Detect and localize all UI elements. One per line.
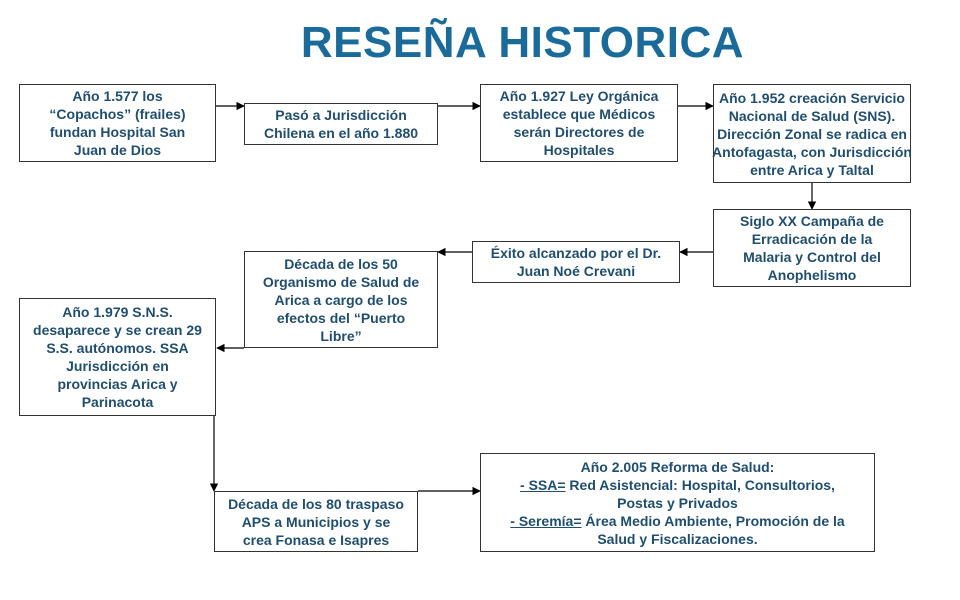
page-title: RESEÑA HISTORICA <box>300 18 745 67</box>
box-line: Parinacota <box>81 394 154 410</box>
ssa-text-2: Postas y Privados <box>617 494 738 511</box>
ssa-label: - SSA= <box>520 476 566 493</box>
box-line: Organismo de Salud de <box>262 273 420 290</box>
box-2005-heading: Año 2.005 Reforma de Salud: <box>580 458 775 475</box>
box-line: crea Fonasa e Isapres <box>242 531 390 548</box>
box-line: Año 1.577 los <box>72 88 163 104</box>
box-line: Chilena en el año 1.880 <box>263 125 419 141</box>
box-line: efectos del “Puerto <box>276 309 406 326</box>
box-line: Nacional de Salud (SNS). <box>728 107 896 124</box>
box-line: Dirección Zonal se radica en <box>717 125 907 142</box>
box-line: entre Arica y Taltal <box>750 161 874 178</box>
box-siglo-xx: Siglo XX Campaña de Erradicación de la Mal… <box>713 209 911 287</box>
box-line: Anophelismo <box>767 267 857 283</box>
box-line: Año 1.952 creación Servicio <box>719 89 905 106</box>
box-line: Hospitales <box>543 142 615 158</box>
box-line: S.S. autónomos. SSA <box>46 340 189 356</box>
box-line: desaparece y se crean 29 <box>33 322 202 338</box>
box-line: Malaria y Control del <box>743 249 881 265</box>
box-line: Juan de Dios <box>73 142 162 158</box>
box-ano-1577: Año 1.577 los “Copachos” (frailes) fundan … <box>19 84 216 162</box>
box-line: Siglo XX Campaña de <box>740 213 884 229</box>
box-line: Año 1.979 S.N.S. <box>62 304 173 320</box>
box-exito-crevani: Éxito alcanzado por el Dr. Juan Noé Creva… <box>472 241 680 283</box>
box-line: Libre” <box>320 327 362 344</box>
box-ano-1927: Año 1.927 Ley Orgánica establece que Médi… <box>480 84 678 162</box>
box-line: Jurisdicción en <box>66 358 169 374</box>
box-line: Arica a cargo de los <box>274 291 408 308</box>
box-line: “Copachos” (frailes) <box>49 106 186 122</box>
seremia-label: - Seremía= <box>510 512 582 529</box>
box-line: Erradicación de la <box>751 231 873 247</box>
ssa-text: Red Asistencial: Hospital, Consultorios, <box>565 476 835 493</box>
box-line: serán Directores de <box>513 124 645 140</box>
box-line: Éxito alcanzado por el Dr. <box>490 245 662 261</box>
box-line: provincias Arica y <box>57 376 178 392</box>
box-line: Pasó a Jurisdicción <box>275 107 407 123</box>
box-line: establece que Médicos <box>502 106 656 122</box>
seremia-text-2: Salud y Fiscalizaciones. <box>597 530 758 547</box>
box-line: Década de los 80 traspaso <box>228 495 404 512</box>
box-line: Antofagasta, con Jurisdicción <box>712 143 912 160</box>
box-line: Año 1.927 Ley Orgánica <box>499 88 659 104</box>
box-line: fundan Hospital San <box>49 124 186 140</box>
box-ano-1979: Año 1.979 S.N.S. desaparece y se crean 29… <box>19 298 216 416</box>
box-line: Juan Noé Crevani <box>516 263 636 279</box>
box-line: APS a Municipios y se <box>241 513 391 530</box>
box-ano-2005: Año 2.005 Reforma de Salud: - SSA= Red A… <box>480 453 875 552</box>
seremia-text: Área Medio Ambiente, Promoción de la <box>581 512 845 529</box>
box-line: Década de los 50 <box>284 255 398 272</box>
